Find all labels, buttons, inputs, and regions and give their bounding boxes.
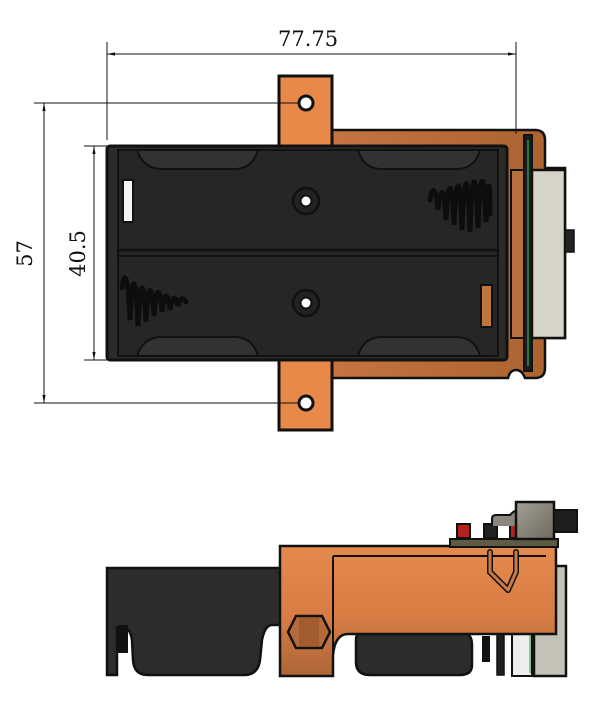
dimension-lines xyxy=(34,42,517,404)
dimension-holder-height: 40.5 xyxy=(65,230,90,277)
side-view xyxy=(105,500,578,678)
mount-tab-top xyxy=(277,74,334,150)
holder-side xyxy=(105,566,284,677)
wire-lead-fill xyxy=(488,550,518,592)
holder-side-right xyxy=(354,630,474,677)
rivets xyxy=(291,186,321,318)
mount-hole-top xyxy=(297,94,315,112)
spring-top-right xyxy=(427,179,493,233)
dimension-overall-height: 57 xyxy=(12,240,37,267)
contact-plate-top-left xyxy=(122,179,134,223)
contact-plate-bottom-right xyxy=(480,284,493,328)
component-red-1 xyxy=(456,523,471,539)
slide-switch-body xyxy=(530,168,567,340)
finger-cutouts xyxy=(135,149,482,357)
end-plate xyxy=(496,631,505,676)
spring-bottom-left xyxy=(119,275,189,327)
switch-knob-side xyxy=(553,509,578,533)
switch-side-front xyxy=(511,629,533,677)
dimension-overall-width: 77.75 xyxy=(278,27,339,51)
component-black xyxy=(483,523,498,539)
spring-side-right xyxy=(482,636,490,662)
spring-side-left xyxy=(118,625,128,653)
component-white xyxy=(499,526,507,538)
nut-face xyxy=(299,618,319,646)
holder-inner xyxy=(117,149,499,357)
switch-frame xyxy=(510,169,526,339)
top-view xyxy=(105,74,575,432)
switch-knob xyxy=(564,229,575,253)
slide-switch-side xyxy=(514,500,556,541)
pcb-board xyxy=(449,538,559,548)
mount-hole-bottom xyxy=(297,394,315,412)
